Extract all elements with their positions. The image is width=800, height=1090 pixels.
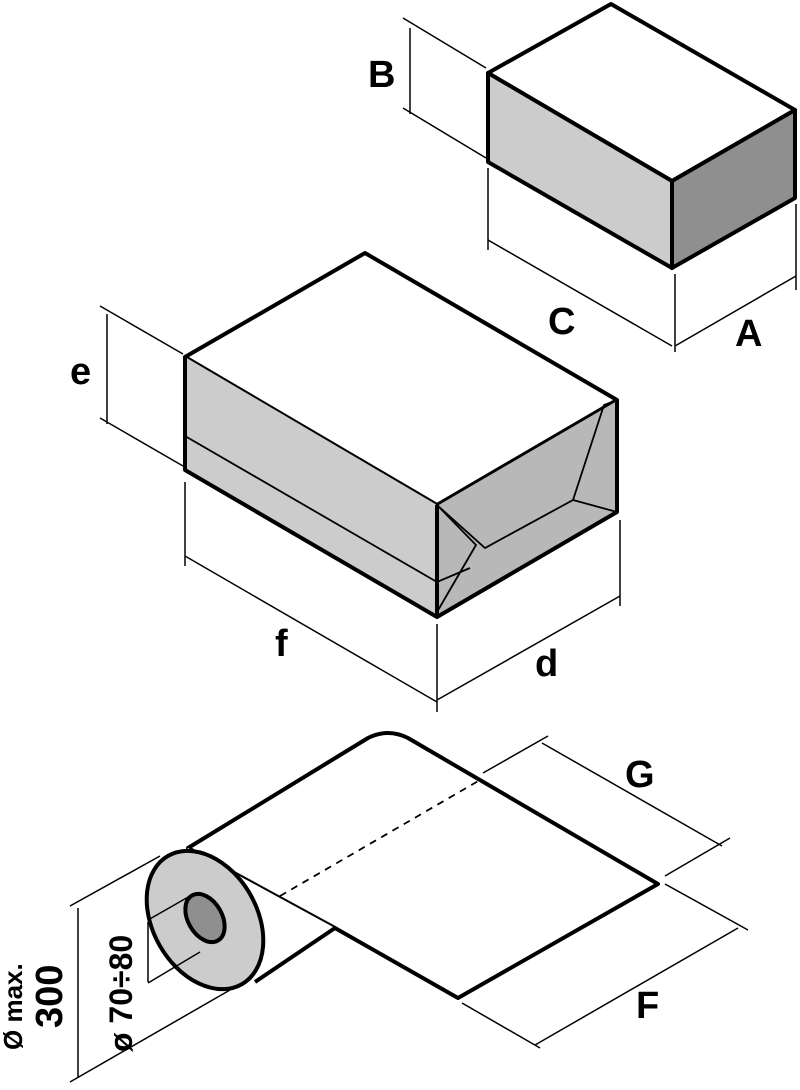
label-c: C	[548, 301, 575, 343]
dimension-F: F	[461, 883, 749, 1049]
dimension-roll-max-diameter: Ø max. 300	[0, 855, 231, 1083]
dimension-d: d	[436, 520, 621, 712]
small-box-side-face	[670, 108, 797, 270]
pack-end-flap	[435, 399, 618, 550]
dimension-a: A	[674, 204, 797, 355]
label-roll-max-value: 300	[29, 965, 71, 1028]
roll-core	[183, 891, 227, 945]
dimension-e: e	[70, 305, 184, 467]
label-f: f	[275, 623, 288, 665]
label-g: G	[625, 754, 655, 796]
dimension-c: C	[487, 168, 673, 347]
label-roll-max-prefix: Ø max.	[0, 963, 28, 1050]
label-e: e	[70, 351, 91, 393]
small-box	[486, 2, 797, 270]
wrapped-pack	[183, 251, 619, 619]
dimension-f: f	[184, 482, 438, 703]
dimension-g: G	[482, 735, 731, 877]
dimension-core-diameter: ø 70÷80	[103, 895, 201, 1052]
label-a: A	[735, 313, 762, 355]
film-roll	[144, 731, 660, 1000]
label-b: B	[368, 54, 395, 96]
pack-front-face	[185, 357, 437, 617]
label-d: d	[535, 643, 558, 685]
label-F: F	[636, 985, 659, 1027]
label-core-diameter: ø 70÷80	[103, 935, 139, 1052]
pack-side-face	[437, 400, 617, 617]
dimension-b: B	[368, 17, 487, 159]
film-sheet	[186, 731, 660, 1000]
